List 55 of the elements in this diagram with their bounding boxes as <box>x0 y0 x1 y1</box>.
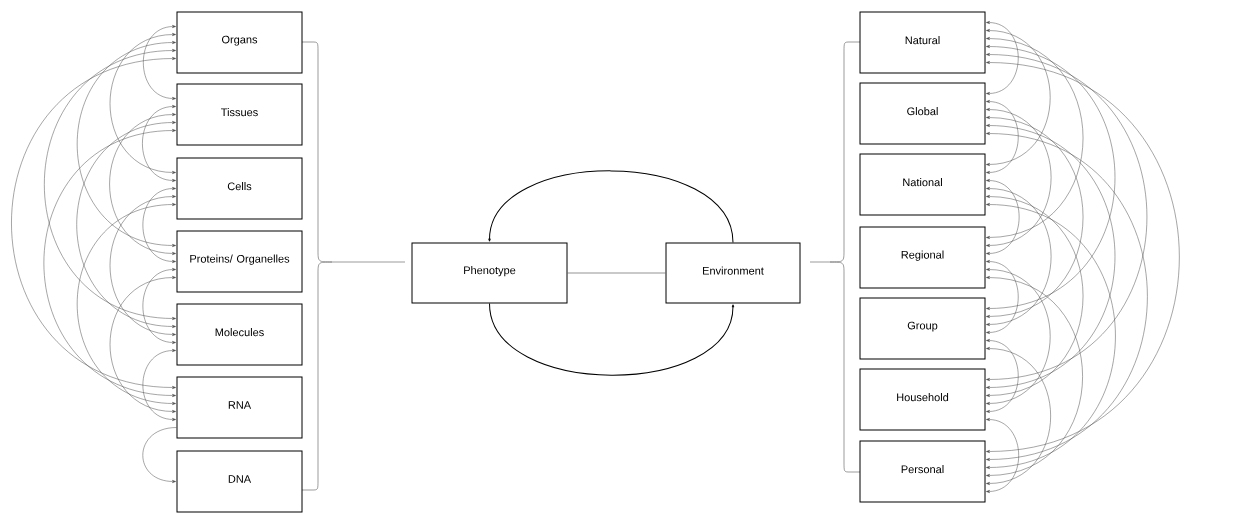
arrow <box>109 33 176 174</box>
arrow <box>986 37 1084 239</box>
arrow <box>986 187 1052 326</box>
level-box: Phenotype <box>411 242 568 304</box>
level-box: Cells <box>176 157 303 220</box>
arrow <box>76 121 176 328</box>
arrow <box>986 179 1020 255</box>
level-box: Tissues <box>176 83 303 146</box>
arrow <box>142 105 176 182</box>
arrow <box>43 129 176 397</box>
arrow <box>986 339 1019 413</box>
arrow <box>986 116 1084 318</box>
arrow <box>142 187 176 263</box>
arrow <box>986 132 1148 461</box>
level-box: Personal <box>859 440 986 503</box>
arrow <box>986 276 1083 477</box>
level-box: Group <box>859 297 986 360</box>
level-box: Regional <box>859 226 986 289</box>
arrow <box>986 124 1116 389</box>
arrow <box>142 349 176 421</box>
arrow <box>986 100 1019 174</box>
arrow <box>986 21 1019 95</box>
level-box: Environment <box>665 242 801 304</box>
arrow <box>143 25 176 100</box>
arrow <box>986 29 1051 166</box>
level-box: Natural <box>859 11 986 74</box>
arrow <box>986 347 1051 485</box>
arrow <box>109 113 176 255</box>
arrow <box>109 195 176 336</box>
arrow <box>76 203 176 405</box>
arrow <box>986 53 1148 381</box>
arrow <box>986 203 1116 469</box>
arrow <box>986 418 1019 493</box>
arrow <box>44 49 176 320</box>
arrow <box>986 260 1019 334</box>
arrow <box>109 276 176 413</box>
arrow <box>488 170 734 243</box>
level-box: Organs <box>176 11 303 74</box>
arrow <box>986 195 1084 397</box>
arrow <box>11 57 176 389</box>
arrow <box>76 41 176 247</box>
level-box: Household <box>859 368 986 431</box>
arrow <box>986 45 1116 310</box>
arrow <box>986 268 1051 405</box>
level-box: DNA <box>176 450 303 513</box>
level-box: Proteins/ Organelles <box>176 230 303 293</box>
arrow <box>986 108 1052 247</box>
arrow <box>142 427 177 483</box>
level-box: Molecules <box>176 303 303 366</box>
arrow <box>142 268 176 344</box>
arrow <box>489 303 735 376</box>
level-box: National <box>859 153 986 216</box>
level-box: RNA <box>176 376 303 439</box>
arrow <box>986 61 1180 453</box>
level-box: Global <box>859 82 986 145</box>
